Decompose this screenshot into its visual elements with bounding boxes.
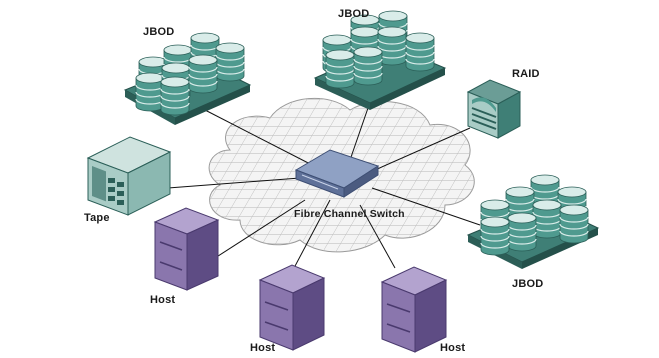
link-host-bottom-right: [359, 204, 396, 269]
jbod-right: [466, 174, 600, 269]
tape-slot-icon: [92, 166, 106, 202]
label-host-bottom-right: Host: [440, 342, 466, 354]
jbod-top-left: [123, 32, 252, 125]
jbod-top-center: [313, 10, 447, 110]
tape-library: [86, 136, 172, 216]
label-tape: Tape: [84, 212, 110, 224]
label-raid: RAID: [512, 68, 540, 80]
link-jbod-right: [371, 187, 481, 226]
label-jbod-top-left: JBOD: [143, 26, 175, 38]
link-jbod-top-left: [204, 109, 319, 169]
connection-lines: [167, 107, 481, 286]
link-tape: [167, 177, 301, 189]
host-bottom-left: [258, 264, 326, 351]
label-jbod-right: JBOD: [512, 278, 544, 290]
fibre-channel-switch: [294, 149, 380, 198]
label-fibre-channel-switch: Fibre Channel Switch: [294, 208, 405, 220]
link-host-left: [214, 199, 306, 259]
label-host-left: Host: [150, 294, 176, 306]
host-bottom-right: [380, 266, 448, 353]
host-left: [153, 207, 220, 291]
link-raid: [374, 127, 471, 171]
link-jbod-top-center: [349, 107, 369, 161]
label-jbod-top-center: JBOD: [338, 8, 370, 20]
raid-array: [466, 79, 522, 139]
label-host-bottom-left: Host: [250, 342, 276, 354]
